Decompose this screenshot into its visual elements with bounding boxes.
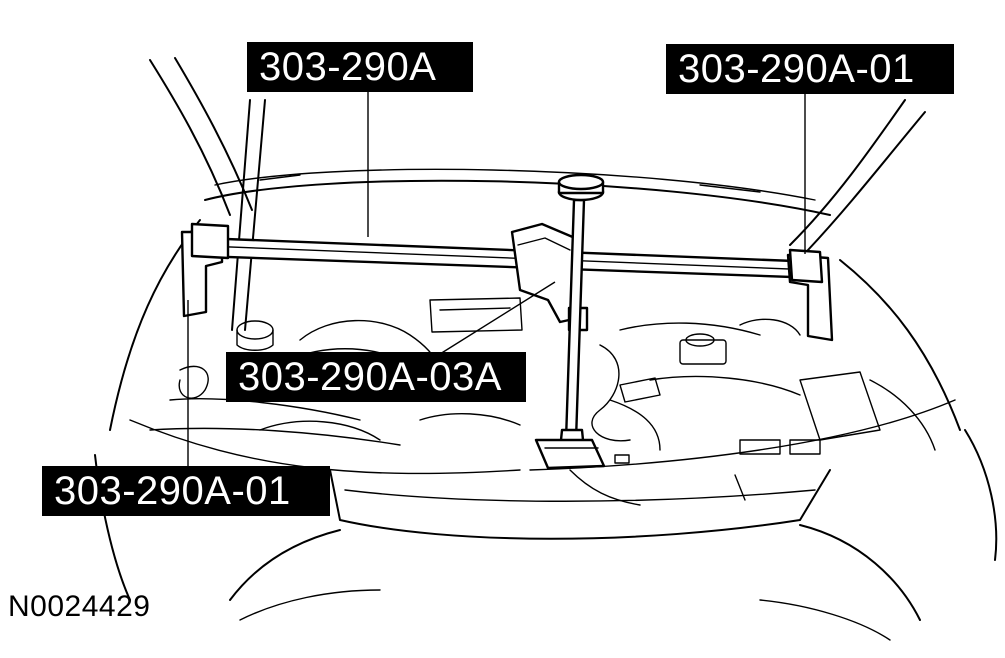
figure-id: N0024429 xyxy=(8,590,151,623)
callout-center-support: 303-290A-03A xyxy=(226,352,526,402)
callout-adapter-right: 303-290A-01 xyxy=(666,44,954,94)
callout-leaders xyxy=(187,92,806,468)
center-support-tool xyxy=(510,173,606,470)
cowl-outline xyxy=(204,168,831,216)
fixture-crossbar xyxy=(180,222,834,342)
leader-center-support xyxy=(439,281,556,355)
engine-components-right xyxy=(591,318,936,464)
hood-outline xyxy=(149,57,926,331)
callout-adapter-left: 303-290A-01 xyxy=(42,466,330,516)
callout-main-fixture: 303-290A xyxy=(247,42,473,92)
